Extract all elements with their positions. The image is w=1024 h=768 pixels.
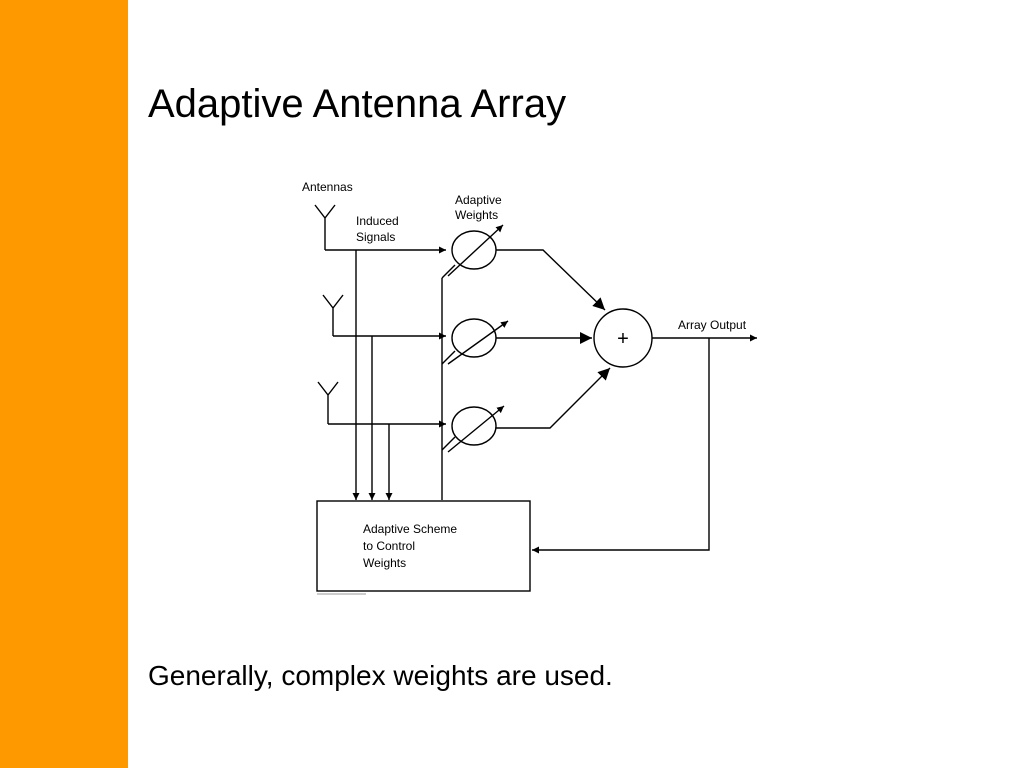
- antenna-icon: [322, 294, 344, 336]
- adaptive-weights-label-line2: Weights: [455, 208, 498, 222]
- accent-side-bar: [0, 0, 128, 768]
- weight-icon: [447, 405, 505, 453]
- antennas-label: Antennas: [302, 180, 353, 194]
- antenna-icon: [314, 204, 336, 250]
- antenna-icon: [317, 381, 339, 424]
- slide-body-text: Generally, complex weights are used.: [148, 660, 613, 691]
- weight-icon: [447, 224, 504, 277]
- control-scheme-box: [316, 500, 531, 592]
- weighted-path-3: [496, 367, 611, 429]
- adaptive-weights-label-line1: Adaptive: [455, 193, 502, 207]
- control-link-1: [441, 264, 456, 279]
- scheme-label-line2: to Control: [363, 539, 415, 553]
- array-output-label: Array Output: [678, 318, 747, 332]
- control-link-2: [441, 350, 456, 365]
- scheme-label-line1: Adaptive Scheme: [363, 522, 457, 536]
- weighted-path-1: [496, 249, 606, 311]
- scheme-label-line3: Weights: [363, 556, 406, 570]
- slide-title: Adaptive Antenna Array: [148, 82, 567, 126]
- weight-icon: [447, 318, 509, 365]
- induced-signals-label-line2: Signals: [356, 230, 395, 244]
- feedback-line: [532, 338, 710, 554]
- control-link-3: [441, 436, 456, 451]
- summer-plus-label: +: [617, 328, 629, 350]
- induced-signals-label-line1: Induced: [356, 214, 399, 228]
